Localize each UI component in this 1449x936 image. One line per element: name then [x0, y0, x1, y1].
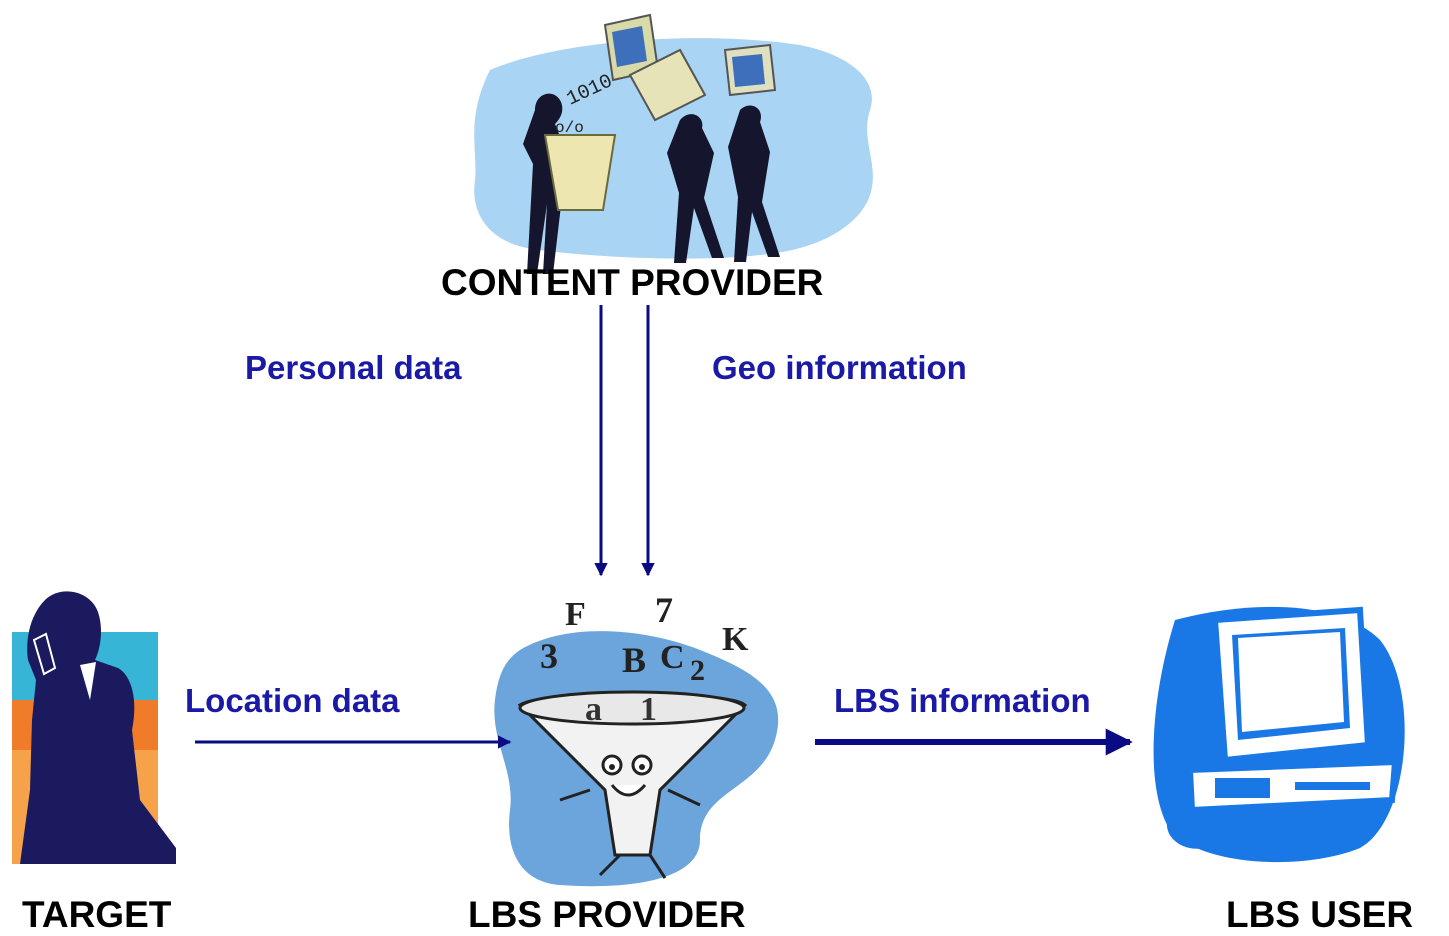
edge-label-location-data: Location data [185, 682, 400, 719]
lbs-user-illustration [1153, 606, 1405, 863]
svg-text:3: 3 [540, 636, 558, 676]
svg-text:C: C [660, 639, 685, 676]
target-illustration [12, 591, 176, 864]
edges [195, 305, 1133, 756]
edge-label-lbs-information: LBS information [834, 682, 1091, 719]
svg-text:1: 1 [640, 691, 657, 728]
svg-text:o/o: o/o [555, 119, 584, 137]
svg-text:B: B [622, 640, 646, 680]
svg-text:K: K [722, 621, 749, 658]
svg-text:7: 7 [655, 590, 673, 630]
edge-label-personal-data: Personal data [245, 349, 462, 386]
node-label-lbs-provider: LBS PROVIDER [468, 894, 746, 935]
content-provider-illustration: 1010 o/o [474, 13, 873, 274]
node-label-target: TARGET [22, 894, 172, 935]
svg-text:a: a [585, 691, 602, 728]
edge-label-geo-information: Geo information [712, 349, 967, 386]
svg-text:2: 2 [690, 654, 705, 687]
svg-text:F: F [565, 596, 586, 633]
node-label-content-provider: CONTENT PROVIDER [441, 262, 824, 303]
node-label-lbs-user: LBS USER [1226, 894, 1414, 935]
lbs-provider-illustration: a 1 3 F 7 B C 2 K [494, 590, 779, 887]
